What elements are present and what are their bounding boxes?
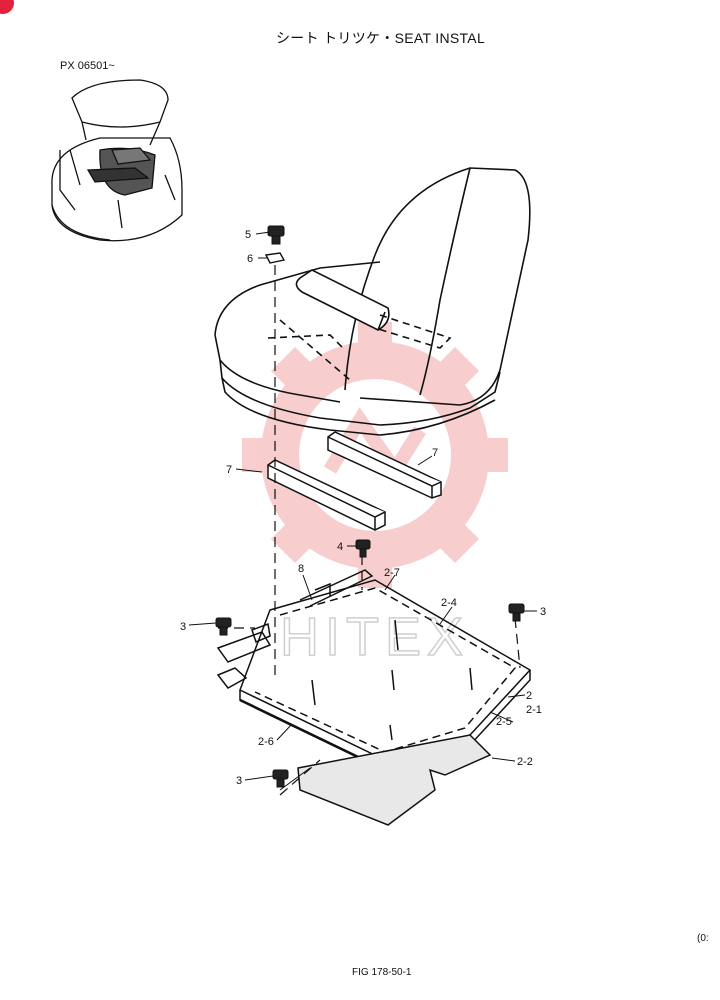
callout-2-2: 2-2: [517, 756, 533, 768]
serial-range: PX 06501~: [60, 60, 115, 72]
callout-2-7: 2-7: [384, 567, 400, 579]
bolt-3c: [272, 769, 289, 788]
figure-number: FIG 178-50-1: [352, 967, 412, 978]
callout-2-4: 2-4: [441, 597, 457, 609]
callout-6: 6: [247, 253, 253, 265]
bolt-5: [267, 225, 285, 245]
callout-2-5: 2-5: [496, 716, 512, 728]
callout-2-1: 2-1: [526, 704, 542, 716]
bolt-4: [355, 539, 371, 558]
bolt-3b: [508, 603, 525, 622]
callout-8: 8: [298, 563, 304, 575]
callout-4: 4: [337, 541, 343, 553]
watermark-gear-logo: [242, 322, 508, 588]
bolt-3a: [215, 617, 232, 636]
seat-cushion-pad: [297, 734, 492, 826]
callout-7-left: 7: [226, 464, 232, 476]
callout-3-left: 3: [180, 621, 186, 633]
corner-badge: [0, 0, 14, 14]
nut-6: [264, 252, 286, 264]
page-title: シート トリツケ・SEAT INSTAL: [276, 30, 486, 46]
callout-3-bottom: 3: [236, 775, 242, 787]
callout-2-6: 2-6: [258, 736, 274, 748]
callout-2: 2: [526, 690, 532, 702]
operator-seat: [214, 167, 531, 436]
edge-text: (0:: [697, 933, 709, 944]
leader-lines: [188, 231, 537, 791]
callout-7-right: 7: [432, 447, 438, 459]
callout-5: 5: [245, 229, 251, 241]
watermark-text: HITEX: [280, 607, 469, 667]
inset-machine-view: [51, 79, 183, 242]
callout-3-right: 3: [540, 606, 546, 618]
seat-rails: [267, 431, 442, 531]
